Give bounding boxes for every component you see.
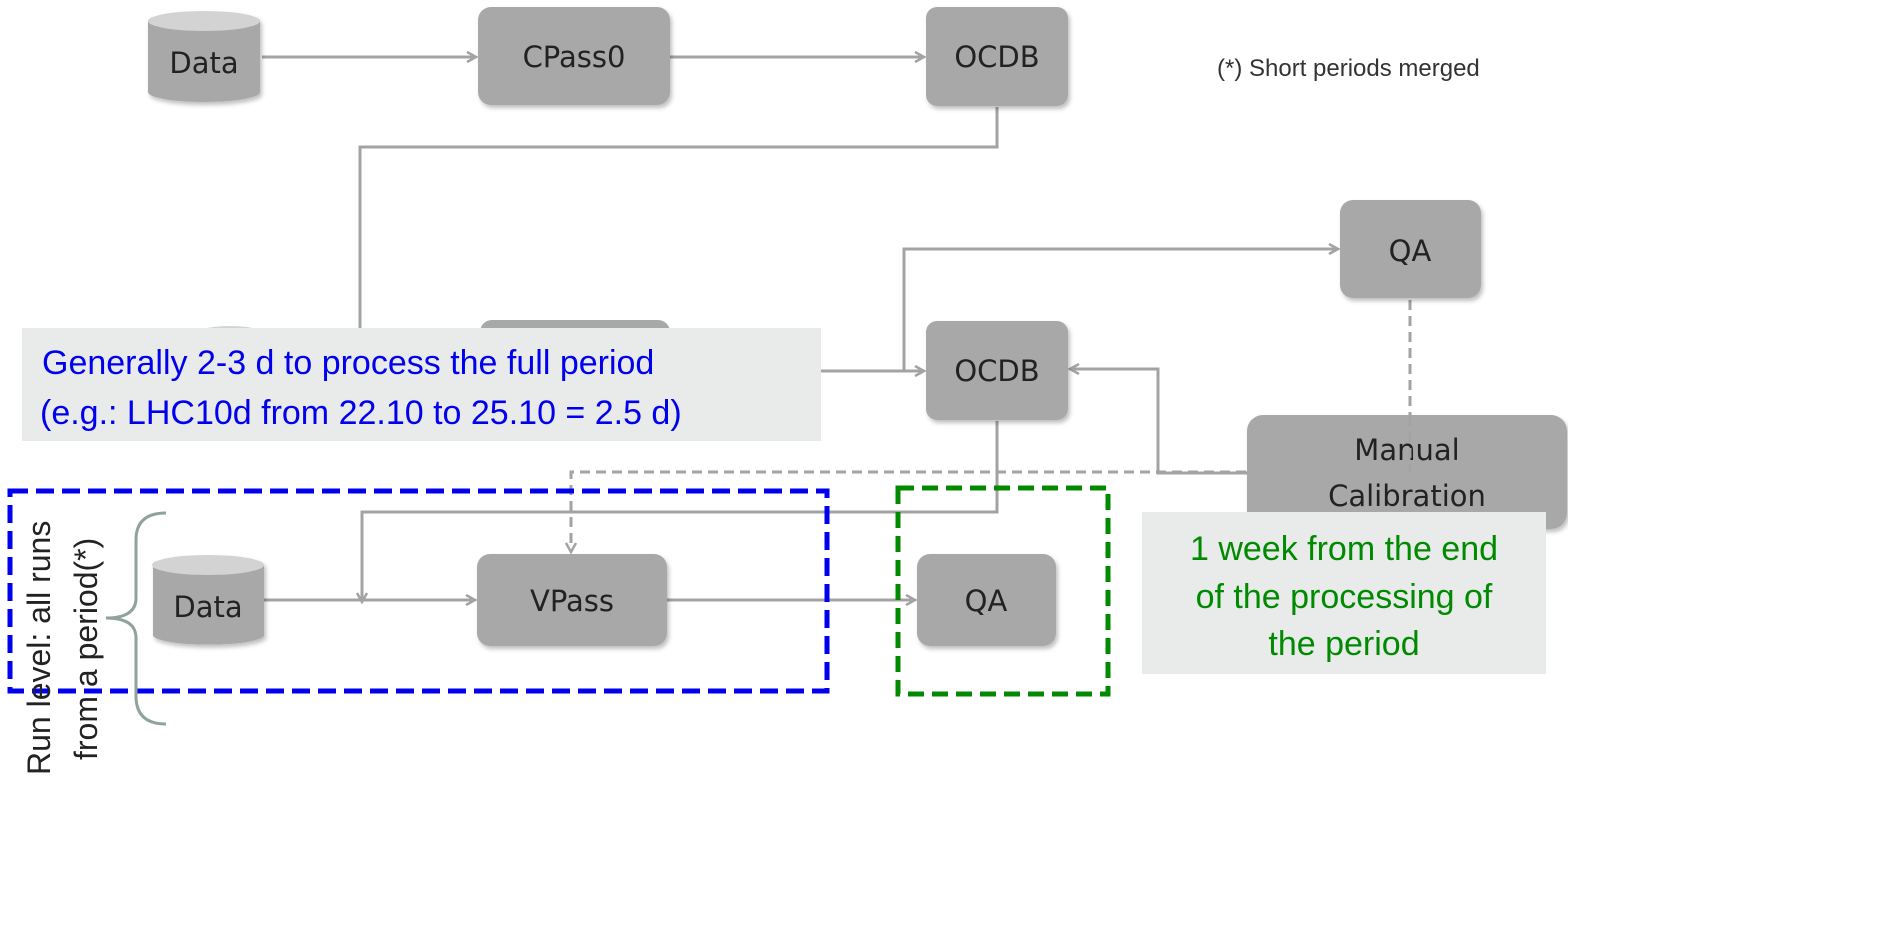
node-data-top: Data [148, 11, 260, 102]
diagram-canvas: Data CPass0 OCDB (*) Short periods merge… [7, 7, 1567, 775]
node-data-bottom: Data [152, 555, 264, 645]
node-qa-bottom: QA [917, 554, 1056, 646]
qa-bottom-label: QA [965, 584, 1008, 618]
data-bottom-label: Data [173, 590, 242, 624]
node-qa-top: QA [1340, 200, 1481, 298]
node-ocdb-mid: OCDB [926, 321, 1068, 420]
pipeline-diagram: Data CPass0 OCDB (*) Short periods merge… [7, 7, 1567, 775]
processing-time-line1: Generally 2-3 d to process the full peri… [42, 344, 654, 382]
connectors [262, 57, 1412, 602]
vpass-label: VPass [530, 584, 614, 618]
side-label-line2: from a period(*) [68, 538, 104, 760]
qa-time-line1: 1 week from the end [1190, 530, 1498, 568]
processing-time-line2: (e.g.: LHC10d from 22.10 to 25.10 = 2.5 … [40, 394, 682, 432]
side-label: Run level: all runs from a period(*) [21, 521, 104, 775]
footnote: (*) Short periods merged [1217, 55, 1480, 82]
manual-calibration-label-1: Manual [1354, 433, 1459, 467]
qa-time-line2: of the processing of [1196, 578, 1493, 616]
node-ocdb-top: OCDB [926, 7, 1068, 106]
database-top [152, 555, 264, 575]
blue-dashed-frame [7, 488, 830, 694]
manual-calibration-label-2: Calibration [1328, 479, 1486, 513]
curly-brace [105, 511, 167, 726]
cpass0-label: CPass0 [523, 40, 626, 74]
dashed-qa-to-vpass [571, 300, 1412, 552]
database-top [148, 11, 260, 31]
arrow-manual-to-ocdb [1070, 369, 1247, 475]
qa-time-line3: the period [1268, 625, 1419, 663]
line-ocdb-down-to-cpass1 [358, 107, 999, 330]
side-label-line1: Run level: all runs [21, 521, 57, 775]
database-icon [153, 565, 264, 645]
arrow-to-qa-top [902, 249, 1338, 371]
database-icon [148, 21, 260, 102]
ocdb-top-label: OCDB [954, 40, 1039, 74]
node-manual-calibration: Manual Calibration [1247, 415, 1567, 529]
callout-processing-time: Generally 2-3 d to process the full peri… [22, 328, 821, 441]
line-ocdb-down-to-vpass [362, 421, 999, 602]
node-cpass0: CPass0 [478, 7, 670, 105]
qa-top-label: QA [1389, 234, 1432, 268]
node-vpass: VPass [477, 554, 667, 646]
data-top-label: Data [169, 46, 238, 80]
green-dashed-frame [895, 485, 1111, 697]
callout-qa-time: 1 week from the end of the processing of… [1142, 512, 1546, 674]
ocdb-mid-label: OCDB [954, 354, 1039, 388]
